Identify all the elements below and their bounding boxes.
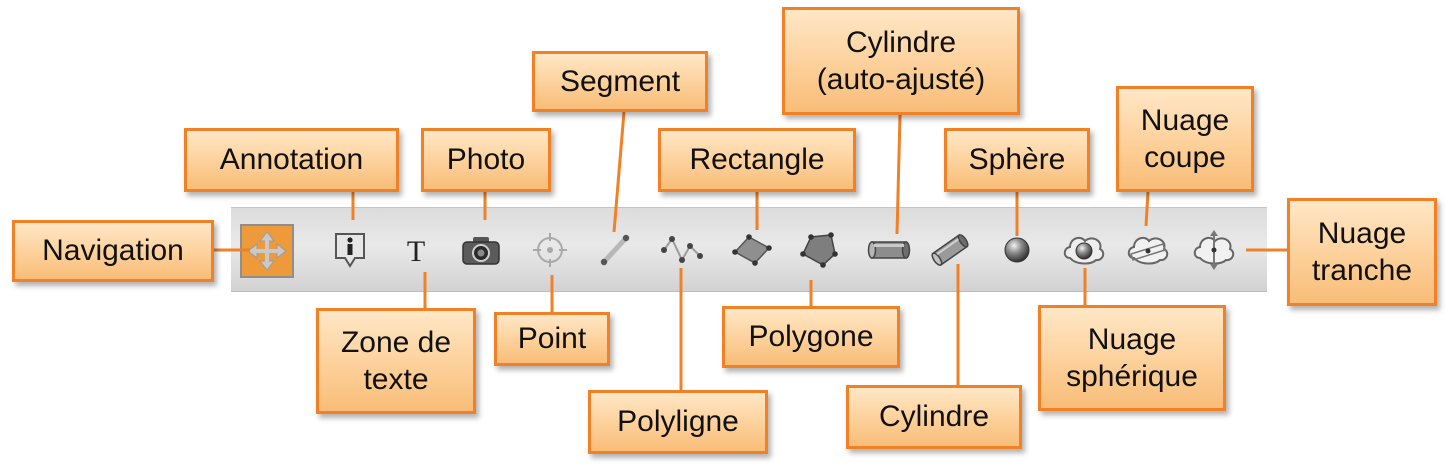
- callout-polyline-label: Polyligne: [617, 405, 739, 439]
- spherical-cloud-icon: [1063, 236, 1105, 265]
- callout-cylinder-auto: Cylindre (auto-ajusté): [782, 7, 1020, 115]
- callout-point: Point: [494, 312, 610, 366]
- callout-rectangle-label: Rectangle: [689, 143, 825, 177]
- callout-polyline: Polyligne: [588, 390, 768, 454]
- callout-sphere: Sphère: [944, 128, 1090, 192]
- info-annotation-icon: [335, 233, 365, 268]
- callout-polygon-label: Polygone: [748, 320, 874, 354]
- callout-cloud-cut: Nuage coupe: [1116, 86, 1254, 192]
- polyline-icon: [661, 236, 703, 263]
- callout-point-label: Point: [517, 322, 587, 356]
- svg-text:T: T: [407, 235, 425, 268]
- cylinder-auto-tool[interactable]: [865, 226, 913, 274]
- callout-cloud-cut-label: Nuage coupe: [1140, 103, 1230, 175]
- text-t-icon: T: [407, 235, 425, 268]
- callout-spherical-cloud-label: Nuage sphérique: [1066, 322, 1198, 394]
- toolbar: T: [231, 207, 1267, 292]
- polyline-tool[interactable]: [658, 226, 706, 274]
- cylinder-auto-icon: [867, 241, 911, 259]
- spherical-cloud-tool[interactable]: [1060, 226, 1108, 274]
- callout-cloud-slice: Nuage tranche: [1287, 198, 1437, 306]
- polygon-icon: [800, 232, 838, 268]
- camera-icon: [462, 237, 500, 265]
- cloud-slice-tool[interactable]: [1190, 226, 1238, 274]
- callout-segment-label: Segment: [559, 64, 681, 98]
- navigation-tool[interactable]: [240, 224, 294, 278]
- callout-cylinder-label: Cylindre: [878, 400, 990, 434]
- callout-rectangle: Rectangle: [658, 128, 856, 192]
- segment-icon: [600, 234, 630, 266]
- callout-cylinder-auto-label: Cylindre (auto-ajusté): [816, 25, 986, 97]
- cloud-cut-tool[interactable]: [1124, 226, 1172, 274]
- callout-photo: Photo: [421, 128, 551, 192]
- callout-segment: Segment: [532, 51, 708, 112]
- text-zone-tool[interactable]: T: [392, 226, 440, 274]
- callout-annotation-label: Annotation: [219, 143, 364, 177]
- cloud-slice-icon: [1193, 230, 1235, 270]
- callout-text-zone-label: Zone de texte: [340, 325, 452, 397]
- callout-photo-label: Photo: [446, 143, 526, 177]
- polygon-tool[interactable]: [795, 226, 843, 274]
- sphere-icon: [1004, 237, 1030, 263]
- callout-cloud-slice-label: Nuage tranche: [1311, 216, 1413, 288]
- rectangle-icon: [732, 234, 772, 266]
- segment-tool[interactable]: [591, 226, 639, 274]
- callout-cylinder: Cylindre: [846, 385, 1022, 449]
- callout-sphere-label: Sphère: [968, 143, 1066, 177]
- callout-text-zone: Zone de texte: [316, 308, 476, 414]
- navigation-arrows-icon: [247, 231, 287, 271]
- point-target-icon: [533, 233, 567, 267]
- cloud-cut-icon: [1127, 236, 1169, 265]
- annotation-tool[interactable]: [326, 226, 374, 274]
- rectangle-tool[interactable]: [728, 226, 776, 274]
- cylinder-tool[interactable]: [926, 226, 974, 274]
- point-tool[interactable]: [526, 226, 574, 274]
- sphere-tool[interactable]: [993, 226, 1041, 274]
- callout-navigation-label: Navigation: [42, 234, 184, 268]
- callout-spherical-cloud: Nuage sphérique: [1038, 305, 1226, 411]
- callout-navigation: Navigation: [12, 220, 214, 282]
- callout-annotation: Annotation: [184, 128, 399, 192]
- cylinder-icon: [931, 234, 969, 266]
- photo-tool[interactable]: [457, 226, 505, 274]
- callout-polygon: Polygone: [722, 306, 900, 368]
